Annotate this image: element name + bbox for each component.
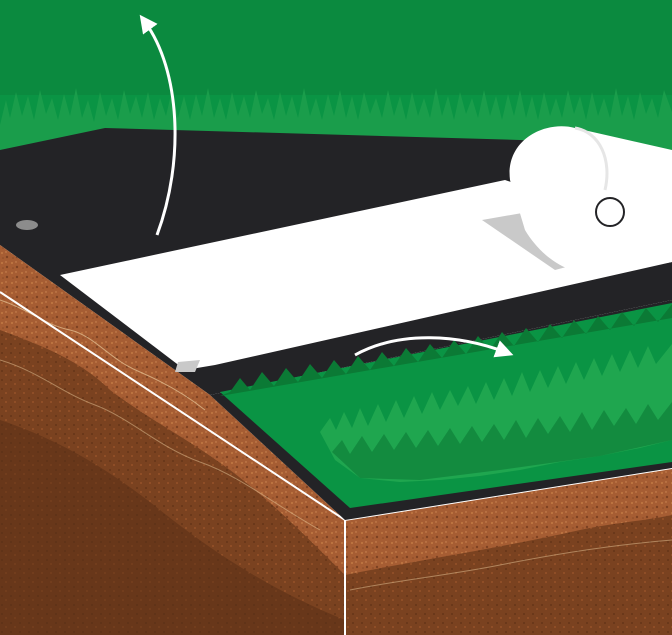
anchor-slot-icon bbox=[16, 220, 38, 230]
roll-end-circle-icon bbox=[596, 198, 624, 226]
